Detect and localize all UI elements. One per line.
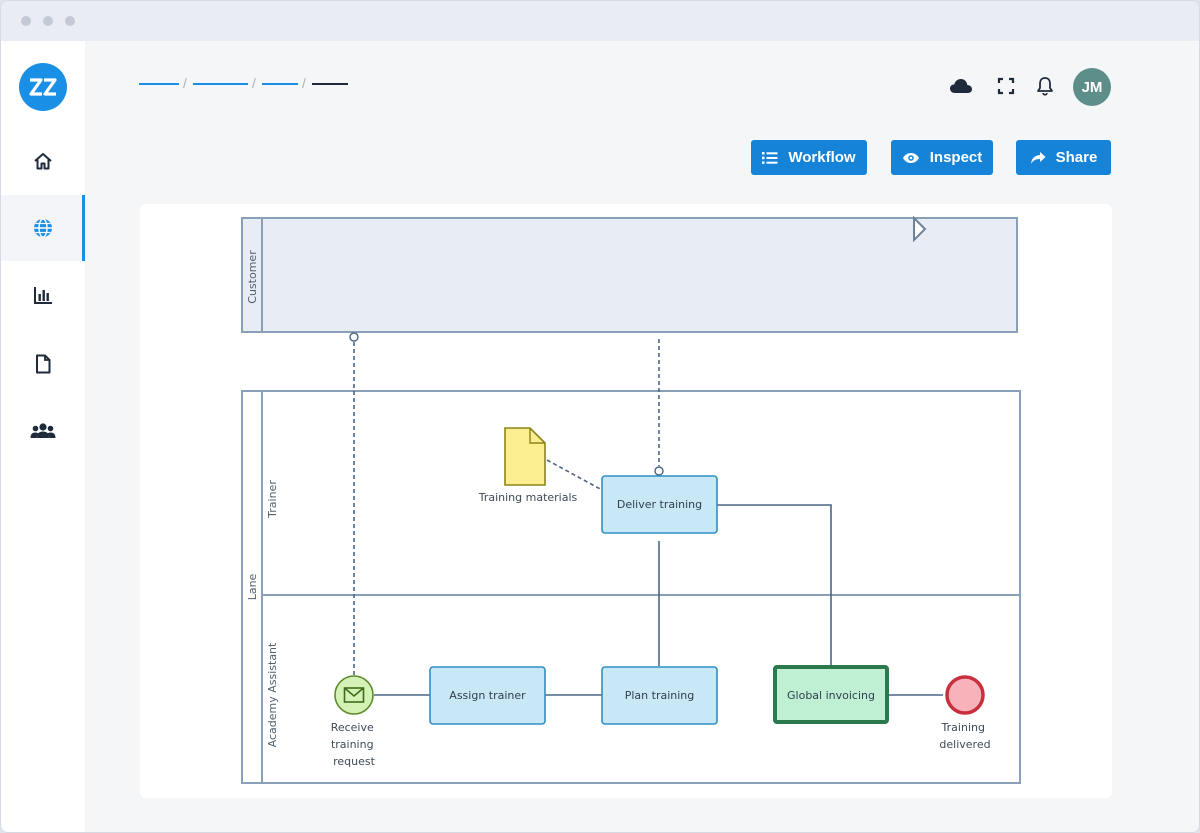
cloud-icon xyxy=(950,79,972,93)
share-arrow-icon xyxy=(1030,151,1046,164)
breadcrumb-current xyxy=(312,83,348,85)
breadcrumb-link-2[interactable] xyxy=(193,83,248,85)
task-assign-trainer[interactable]: Assign trainer xyxy=(429,666,546,725)
sidebar-item-globe[interactable] xyxy=(1,195,85,261)
task-label: Assign trainer xyxy=(449,689,526,702)
inspect-button-label: Inspect xyxy=(929,149,983,166)
bar-chart-icon xyxy=(34,287,52,304)
workflow-button-label: Workflow xyxy=(788,149,856,166)
message-flow-source-marker xyxy=(349,332,359,342)
lane-label-trainer: Trainer xyxy=(266,480,279,519)
avatar[interactable]: JM xyxy=(1073,68,1111,106)
fullscreen-icon xyxy=(997,77,1015,95)
app-logo[interactable] xyxy=(19,63,67,111)
breadcrumb-separator: / xyxy=(302,75,306,91)
breadcrumb-separator: / xyxy=(183,75,187,91)
avatar-initials: JM xyxy=(1081,78,1103,96)
share-button[interactable]: Share xyxy=(1016,140,1111,175)
globe-icon xyxy=(34,218,52,238)
breadcrumb-link-3[interactable] xyxy=(262,83,298,85)
data-object-label: Training materials xyxy=(478,491,578,504)
bell-icon xyxy=(1037,77,1053,96)
share-button-label: Share xyxy=(1055,149,1098,166)
breadcrumb-link-1[interactable] xyxy=(139,83,179,85)
cloud-button[interactable] xyxy=(949,74,973,98)
lane-label-academy-assistant: Academy Assistant xyxy=(266,642,279,747)
sidebar xyxy=(1,41,85,832)
expand-marker-icon[interactable] xyxy=(913,215,927,243)
flow-deliver-to-invoicing[interactable] xyxy=(717,504,832,666)
inspect-button[interactable]: Inspect xyxy=(891,140,993,175)
eye-icon xyxy=(902,152,919,163)
end-event-label: Training delivered xyxy=(939,721,990,751)
data-object-fold xyxy=(529,428,545,444)
data-object-icon[interactable] xyxy=(504,427,546,486)
notifications-button[interactable] xyxy=(1033,74,1057,98)
breadcrumb-separator: / xyxy=(252,75,256,91)
sidebar-item-reports[interactable] xyxy=(1,262,85,328)
bpmn-diagram: Customer Lane Trainer Academy Assistant xyxy=(241,215,1021,784)
start-event[interactable] xyxy=(334,675,374,715)
home-icon xyxy=(34,153,52,170)
maximize-dot[interactable] xyxy=(65,16,75,26)
customer-pool[interactable] xyxy=(241,217,1018,333)
title-bar xyxy=(1,1,1199,41)
data-association[interactable] xyxy=(546,459,603,491)
list-icon xyxy=(762,151,778,164)
customer-pool-label: Customer xyxy=(246,250,259,304)
sidebar-item-team[interactable] xyxy=(1,398,85,464)
task-label: Global invoicing xyxy=(787,689,875,702)
document-icon xyxy=(36,354,51,374)
task-plan-training[interactable]: Plan training xyxy=(601,666,718,725)
workflow-button[interactable]: Workflow xyxy=(751,140,867,175)
sidebar-item-home[interactable] xyxy=(1,128,85,194)
minimize-dot[interactable] xyxy=(43,16,53,26)
lane-pool-label: Lane xyxy=(246,573,259,600)
users-icon xyxy=(30,423,56,438)
end-event[interactable] xyxy=(945,675,985,715)
task-deliver-training[interactable]: Deliver training xyxy=(601,475,718,534)
logo-mark-icon xyxy=(29,78,57,96)
start-event-label: Receive training request xyxy=(331,721,378,768)
fullscreen-button[interactable] xyxy=(994,74,1018,98)
message-flow-target-marker xyxy=(654,466,664,476)
close-dot[interactable] xyxy=(21,16,31,26)
envelope-icon xyxy=(343,687,365,703)
task-global-invoicing[interactable]: Global invoicing xyxy=(773,665,889,724)
task-label: Plan training xyxy=(625,689,695,702)
diagram-canvas[interactable]: Customer Lane Trainer Academy Assistant xyxy=(140,204,1112,798)
sidebar-item-documents[interactable] xyxy=(1,331,85,397)
task-label: Deliver training xyxy=(617,498,702,511)
main-area: / / / JM xyxy=(85,41,1199,832)
